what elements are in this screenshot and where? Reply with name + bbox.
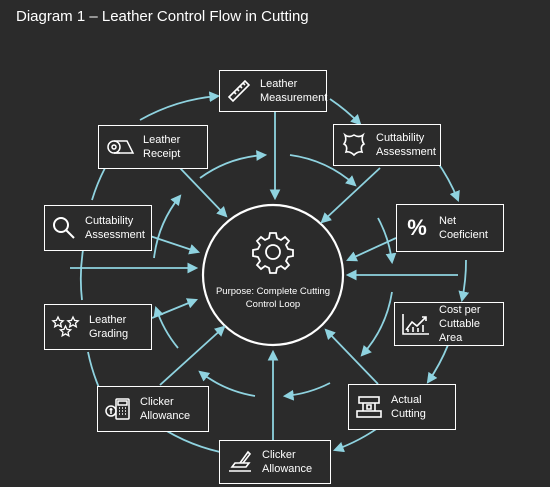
leather-roll-icon	[105, 135, 135, 159]
inner-arc-arrow	[360, 291, 393, 357]
outer-arc-arrow	[139, 91, 221, 121]
inner-arc-arrow	[153, 305, 179, 349]
hub-circle	[201, 203, 345, 347]
node-leather-receipt[interactable]: Leather Receipt	[98, 125, 208, 169]
node-cost-per-cuttable-area[interactable]: Cost per Cuttable Area	[394, 302, 504, 346]
node-clicker-allowance-bottom[interactable]: Clicker Allowance	[219, 440, 331, 484]
outer-arc-arrow	[329, 98, 362, 126]
calculator-icon	[104, 396, 132, 422]
spoke-arrow	[179, 167, 228, 218]
spoke-arrow	[151, 298, 198, 319]
node-label: Leather Receipt	[143, 134, 181, 160]
node-label: Cost per Cuttable Area	[439, 304, 481, 344]
inner-arc-arrow	[282, 382, 331, 401]
node-leather-grading[interactable]: Leather Grading	[44, 304, 152, 350]
outer-arc-arrow	[458, 259, 470, 303]
leather-hide-icon	[340, 132, 368, 158]
line-chart-icon	[401, 312, 431, 336]
percent-icon: %	[407, 215, 427, 240]
inner-arc-arrow	[198, 370, 256, 397]
node-label: Leather Measurement	[260, 78, 328, 104]
node-actual-cutting[interactable]: Actual Cutting	[348, 384, 456, 430]
spoke-arrow	[320, 167, 381, 224]
inner-arc-arrow	[289, 154, 357, 187]
page-title: Diagram 1 – Leather Control Flow in Cutt…	[16, 8, 309, 25]
node-label: Clicker Allowance	[140, 396, 191, 422]
node-cuttability-assessment-right[interactable]: Cuttability Assessment	[333, 124, 441, 166]
node-leather-measurement[interactable]: Leather Measurement	[219, 70, 327, 112]
node-label: Clicker Allowance	[262, 449, 313, 475]
outer-arc-line	[87, 351, 101, 391]
node-clicker-allowance-left[interactable]: Clicker Allowance	[97, 386, 209, 432]
magnifier-icon	[51, 215, 77, 241]
node-cuttability-assessment-left[interactable]: Cuttability Assessment	[44, 205, 152, 251]
node-net-coeficient[interactable]: % Net Coeficient	[396, 204, 504, 252]
center-hub: Purpose: Complete Cutting Control Loop	[208, 222, 338, 328]
spoke-arrow	[159, 325, 226, 386]
center-label: Purpose: Complete Cutting Control Loop	[215, 286, 331, 310]
node-label: Leather Grading	[89, 314, 129, 340]
stars-icon	[51, 315, 81, 339]
spoke-arrow	[324, 328, 379, 385]
node-label: Cuttability Assessment	[376, 132, 436, 158]
spoke-arrow	[149, 235, 201, 255]
cutting-machine-icon	[355, 393, 383, 421]
outer-arc-line	[91, 167, 106, 201]
node-label: Cuttability Assessment	[85, 215, 145, 241]
outer-arc-arrow	[435, 159, 460, 203]
outer-arc-line	[79, 249, 84, 301]
cutting-knife-icon	[226, 449, 254, 475]
inner-arc-arrow	[377, 217, 397, 265]
node-label: Net Coeficient	[439, 215, 488, 241]
gear-icon	[251, 230, 295, 279]
node-label: Actual Cutting	[391, 394, 426, 420]
inner-arc-arrow	[199, 150, 268, 179]
ruler-icon	[226, 78, 252, 104]
spoke-arrow	[346, 237, 397, 262]
inner-arc-arrow	[153, 194, 182, 259]
outer-arc-arrow	[426, 344, 449, 384]
